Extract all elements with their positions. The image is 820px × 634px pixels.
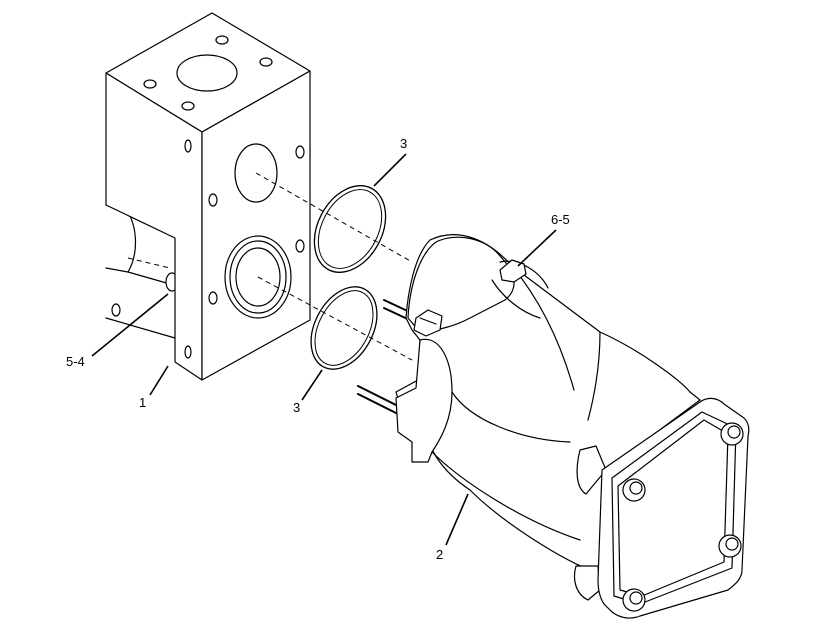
callout-label-5-4: 5-4 <box>66 354 85 369</box>
callout-label-1: 1 <box>139 395 146 410</box>
alignment-centerlines <box>255 172 413 361</box>
hydraulic-pump <box>357 234 750 619</box>
cap-bolt <box>718 534 742 558</box>
cap-bolt <box>622 478 646 502</box>
callout-6-5: 6-5 <box>517 212 570 267</box>
callout-2: 2 <box>436 493 469 562</box>
callout-1: 1 <box>139 365 169 410</box>
cap-bolt <box>622 588 646 612</box>
callout-5-4: 5-4 <box>66 293 169 369</box>
callout-label-3-upper: 3 <box>400 136 407 151</box>
o-ring-seal-upper <box>313 185 387 273</box>
manifold-block <box>105 12 311 381</box>
callout-3-upper: 3 <box>373 136 407 187</box>
cap-bolt <box>720 422 744 446</box>
callout-label-6-5: 6-5 <box>551 212 570 227</box>
callout-label-2: 2 <box>436 547 443 562</box>
callout-label-3-lower: 3 <box>293 400 300 415</box>
callout-3-lower: 3 <box>293 369 323 415</box>
o-ring-seal-lower <box>310 286 378 370</box>
